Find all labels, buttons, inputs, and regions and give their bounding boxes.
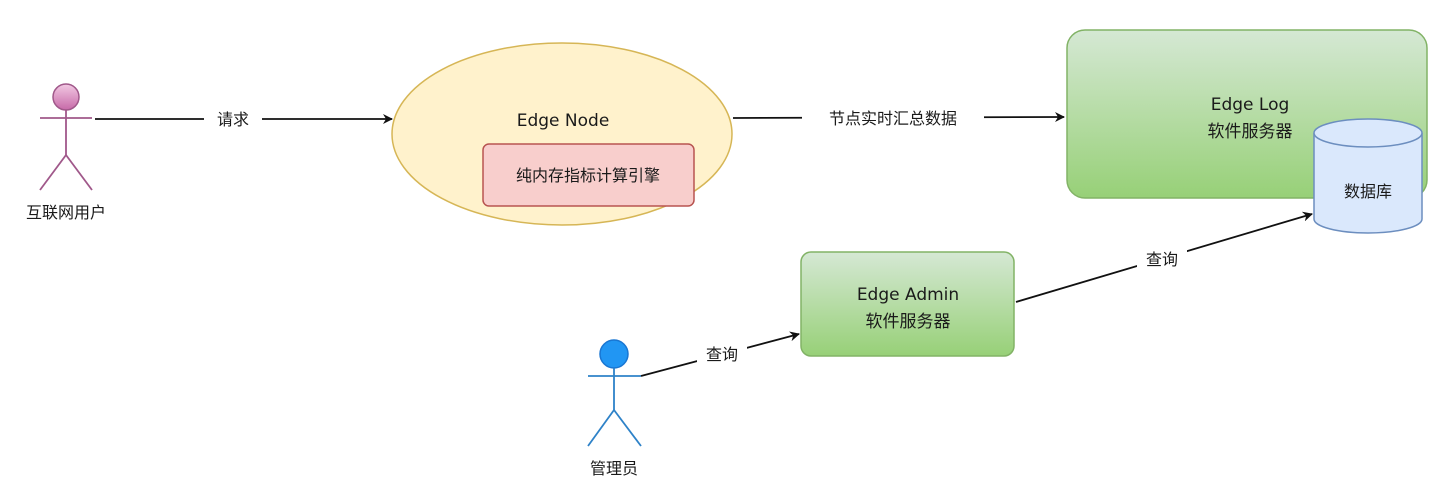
query-db-label: 查询 — [1146, 250, 1178, 269]
internet-user-leg-right — [65, 154, 93, 191]
edge-node-title: Edge Node — [517, 111, 610, 131]
summary-label: 节点实时汇总数据 — [829, 109, 957, 128]
admin-actor: 管理员 — [587, 339, 642, 478]
database-label: 数据库 — [1344, 182, 1392, 201]
edge-admin-server: Edge Admin 软件服务器 — [800, 251, 1015, 357]
admin-label: 管理员 — [590, 459, 638, 478]
internet-user-head — [52, 83, 80, 111]
edge-node: Edge Node 纯内存指标计算引擎 — [391, 42, 733, 226]
memory-engine-box — [482, 143, 695, 207]
query-admin-label-bg — [697, 342, 747, 366]
internet-user-leg-left — [39, 154, 67, 191]
edge-log-subtitle: 软件服务器 — [1208, 122, 1293, 142]
summary-label-bg — [802, 106, 984, 130]
internet-user-label: 互联网用户 — [26, 203, 106, 222]
memory-engine-label: 纯内存指标计算引擎 — [516, 166, 660, 185]
database: 数据库 — [1313, 118, 1423, 234]
admin-head — [599, 339, 629, 369]
database-top — [1313, 118, 1423, 148]
edge-admin-box — [800, 251, 1015, 357]
edge-admin-subtitle: 软件服务器 — [866, 312, 951, 332]
request-label-bg — [204, 107, 262, 131]
admin-leg-right — [613, 409, 642, 447]
query-db-label-bg — [1137, 247, 1187, 271]
internet-user-actor: 互联网用户 — [26, 83, 106, 222]
database-body — [1313, 133, 1423, 234]
request-label: 请求 — [217, 110, 249, 129]
admin-leg-left — [587, 409, 615, 447]
query-admin-label: 查询 — [706, 345, 738, 364]
edge-admin-title: Edge Admin — [857, 285, 959, 305]
edge-log-title: Edge Log — [1211, 95, 1290, 115]
